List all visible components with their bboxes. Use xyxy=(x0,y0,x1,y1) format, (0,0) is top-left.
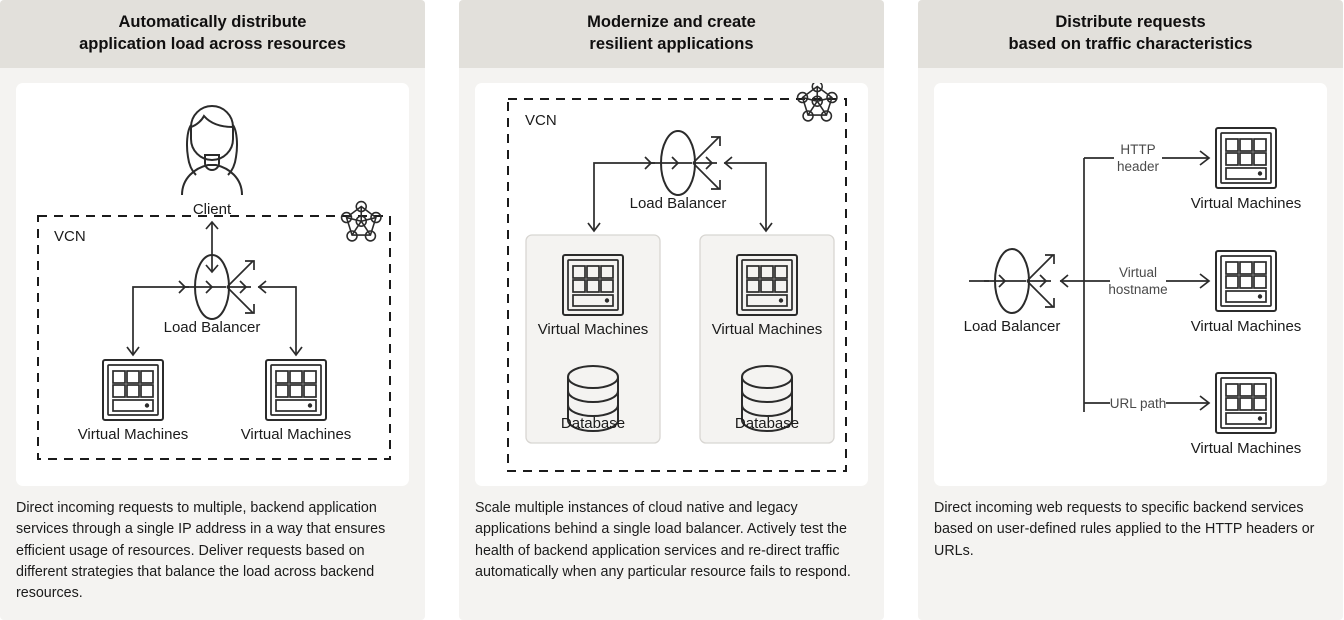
client-label: Client xyxy=(193,201,232,218)
virtual-machine-icon xyxy=(1215,127,1277,189)
database-icon xyxy=(567,365,619,432)
panel-caption: Scale multiple instances of cloud native… xyxy=(475,500,851,581)
panel-caption: Direct incoming web requests to specific… xyxy=(934,500,1315,559)
load-balancer-icon xyxy=(169,254,278,320)
route-rule-url-path: URL path xyxy=(1110,396,1167,411)
panel-automatically-distribute: Automatically distribute application loa… xyxy=(0,0,425,620)
backend-group-right xyxy=(699,234,835,444)
load-balancer-label: Load Balancer xyxy=(164,319,261,336)
diagram-distribute-load: Client VCN xyxy=(37,104,391,460)
route-target-label-2: Virtual Machines xyxy=(1191,318,1302,335)
panel-distribute-by-traffic: Distribute requests based on traffic cha… xyxy=(918,0,1343,620)
route-rule-virtual-hostname: Virtual xyxy=(1119,265,1157,280)
diagram-card: VCN xyxy=(475,83,868,486)
client-icon xyxy=(181,104,243,196)
route-target-label-1: Virtual Machines xyxy=(1191,195,1302,212)
vcn-boundary xyxy=(507,98,847,472)
lb-to-vm-left-connector xyxy=(126,286,169,357)
virtual-machine-icon xyxy=(102,359,164,421)
diagram-resilient-apps: VCN xyxy=(507,83,847,472)
panel-caption: Direct incoming requests to multiple, ba… xyxy=(16,500,386,602)
network-nodes-icon xyxy=(340,200,382,242)
page-title: Modernize and create resilient applicati… xyxy=(587,13,756,53)
route-rule-http-header: HTTP xyxy=(1120,142,1155,157)
diagram-card: Load Balancer HTTP header Virtual xyxy=(934,83,1327,486)
route-target-label-3: Virtual Machines xyxy=(1191,440,1302,457)
panel-header: Modernize and create resilient applicati… xyxy=(459,0,884,68)
lb-to-group-left-connector xyxy=(587,162,635,233)
page-title: Automatically distribute application loa… xyxy=(79,13,346,53)
vcn-label: VCN xyxy=(54,228,86,245)
panel-modernize-resilient: Modernize and create resilient applicati… xyxy=(459,0,884,620)
route-rule-http-header-line2: header xyxy=(1117,159,1160,174)
group-left-db-label: Database xyxy=(561,415,625,432)
route-http-header-connector xyxy=(1084,150,1211,166)
route-virtual-hostname-connector xyxy=(1084,273,1211,289)
route-url-path-connector xyxy=(1084,395,1211,411)
backend-group-left xyxy=(525,234,661,444)
diagram-card: Client VCN xyxy=(16,83,409,486)
group-left-vm-label: Virtual Machines xyxy=(538,321,649,338)
virtual-machine-icon xyxy=(1215,372,1277,434)
group-right-db-label: Database xyxy=(735,415,799,432)
vm-left-label: Virtual Machines xyxy=(78,426,189,443)
panel-header: Automatically distribute application loa… xyxy=(0,0,425,68)
route-rule-virtual-hostname-line2: hostname xyxy=(1108,282,1167,297)
page-title: Distribute requests based on traffic cha… xyxy=(1008,13,1253,53)
lb-to-group-right-connector xyxy=(744,162,773,233)
load-balancer-icon xyxy=(635,130,744,196)
group-right-vm-label: Virtual Machines xyxy=(712,321,823,338)
load-balancer-icon xyxy=(969,248,1084,314)
virtual-machine-icon xyxy=(736,254,798,316)
load-balancer-label: Load Balancer xyxy=(630,195,727,212)
client-lb-connector xyxy=(205,220,219,274)
virtual-machine-icon xyxy=(265,359,327,421)
network-nodes-icon xyxy=(796,83,838,122)
virtual-machine-icon xyxy=(562,254,624,316)
diagram-traffic-routing: Load Balancer HTTP header Virtual xyxy=(964,127,1302,457)
vm-right-label: Virtual Machines xyxy=(241,426,352,443)
panel-header: Distribute requests based on traffic cha… xyxy=(918,0,1343,68)
vcn-label: VCN xyxy=(525,112,557,129)
virtual-machine-icon xyxy=(1215,250,1277,312)
vcn-boundary xyxy=(37,215,391,460)
lb-to-vm-right-connector xyxy=(278,286,303,357)
load-balancer-label: Load Balancer xyxy=(964,318,1061,335)
database-icon xyxy=(741,365,793,432)
